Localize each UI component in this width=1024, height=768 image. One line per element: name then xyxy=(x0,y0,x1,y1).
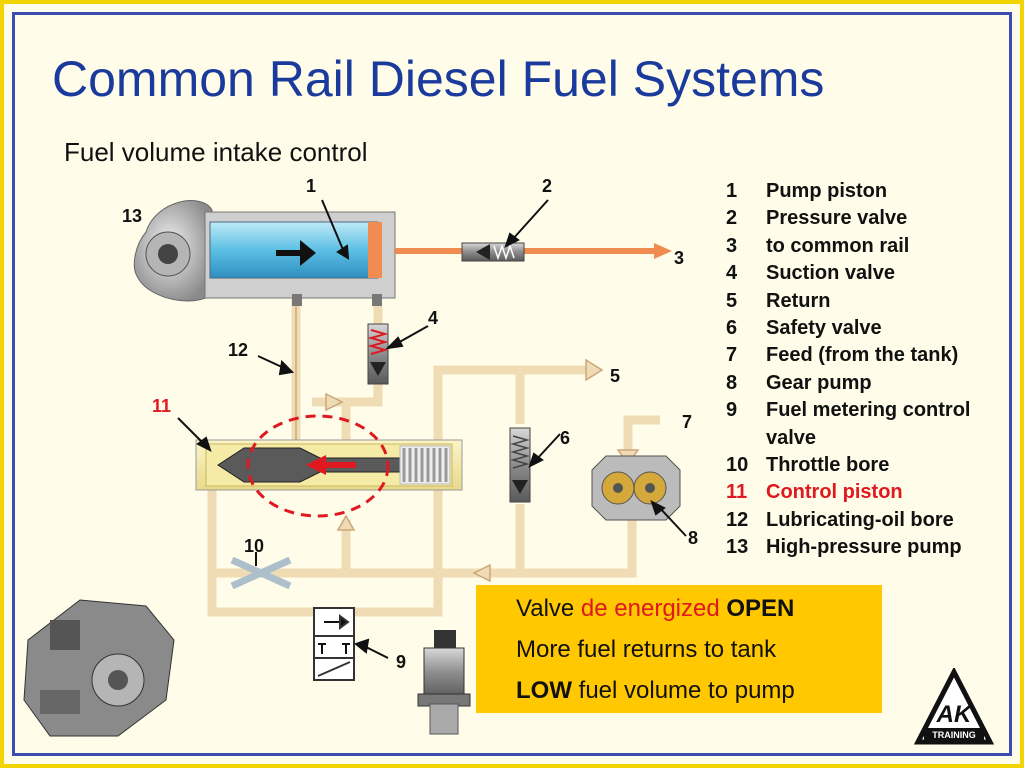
control-piston-body xyxy=(195,414,463,518)
pressure-valve xyxy=(461,242,525,262)
flow-arrows xyxy=(325,358,640,583)
callout-6: 6 xyxy=(560,428,571,448)
callout-11: 11 xyxy=(152,396,172,416)
metering-valve-symbol xyxy=(313,607,355,681)
callout-7: 7 xyxy=(682,412,693,432)
slide-subtitle: Fuel volume intake control xyxy=(64,137,368,167)
callout-3: 3 xyxy=(674,248,685,268)
slide-title: Common Rail Diesel Fuel Systems xyxy=(52,51,825,107)
callout-2: 2 xyxy=(542,176,553,196)
ak-training-logo: AK TRAINING xyxy=(914,668,994,745)
high-pressure-line xyxy=(395,243,672,259)
status-box xyxy=(476,585,882,713)
callout-4: 4 xyxy=(428,308,439,328)
pump-piston-cylinder xyxy=(204,211,396,306)
gear-pump xyxy=(591,455,681,521)
pump-photo xyxy=(23,599,175,737)
high-pressure-pump-cam xyxy=(133,200,213,302)
throttle-bore xyxy=(230,556,292,590)
callout-8: 8 xyxy=(688,528,699,548)
svg-text:AK: AK xyxy=(936,701,973,728)
status-line-3: LOW fuel volume to pump xyxy=(516,677,795,704)
svg-text:TRAINING: TRAINING xyxy=(932,730,976,740)
callout-5: 5 xyxy=(610,366,621,386)
metering-valve-photo xyxy=(417,630,471,735)
suction-valve xyxy=(367,323,389,385)
status-line-2: More fuel returns to tank xyxy=(516,636,777,663)
callout-13: 13 xyxy=(122,206,143,226)
safety-valve xyxy=(509,427,531,503)
status-line-1: Valve de energized OPEN xyxy=(516,595,795,622)
callout-9: 9 xyxy=(396,652,407,672)
callout-10: 10 xyxy=(244,536,265,556)
leader-lines xyxy=(177,199,687,659)
callout-12: 12 xyxy=(228,340,249,360)
callout-1: 1 xyxy=(306,176,317,196)
